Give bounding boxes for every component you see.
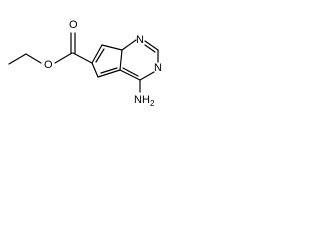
bond-ethyl-ch2-o xyxy=(25,53,42,64)
molecule-structure: O O N N N H 2 xyxy=(8,19,162,108)
bond-o-carbonyl-c xyxy=(54,52,73,64)
atom-carbonyl-oxygen: O xyxy=(69,19,78,31)
bond-pyrrole-c6-c7-inner xyxy=(95,48,105,63)
atom-ring-nitrogen-top: N xyxy=(136,34,144,46)
bond-pyrrole-c8a-c5 xyxy=(97,69,121,78)
bond-pyrrole-n1-c8a xyxy=(119,49,123,71)
atom-ester-oxygen: O xyxy=(44,59,53,71)
bond-pyrrole-c5-c6 xyxy=(91,62,99,78)
atom-ring-nitrogen-right: N xyxy=(154,62,162,74)
bond-pyrrole-c5-c8a-inner xyxy=(100,67,118,74)
structure-canvas: O O N N N H 2 xyxy=(0,0,213,111)
atom-amine-nitrogen: N xyxy=(134,94,142,106)
atom-amine-hydrogen: H xyxy=(142,94,150,106)
bond-triazine-n2-c3-a xyxy=(144,40,159,51)
bond-pyrrole-c7-n1 xyxy=(101,44,123,51)
atom-amine-h-count: 2 xyxy=(150,99,155,108)
bond-carbonyl-ring xyxy=(72,52,93,64)
bond-triazine-n2-c3-b xyxy=(144,44,156,53)
bond-triazine-c4-c8a-inner xyxy=(122,67,139,77)
bond-ethyl-ch3-ch2 xyxy=(8,53,27,65)
bond-pyrrole-c6-c7 xyxy=(91,44,103,64)
bond-triazine-c4-c8a xyxy=(119,69,141,81)
bond-triazine-n1-n2 xyxy=(121,39,137,51)
bond-triazine-n4-c4 xyxy=(139,71,155,81)
